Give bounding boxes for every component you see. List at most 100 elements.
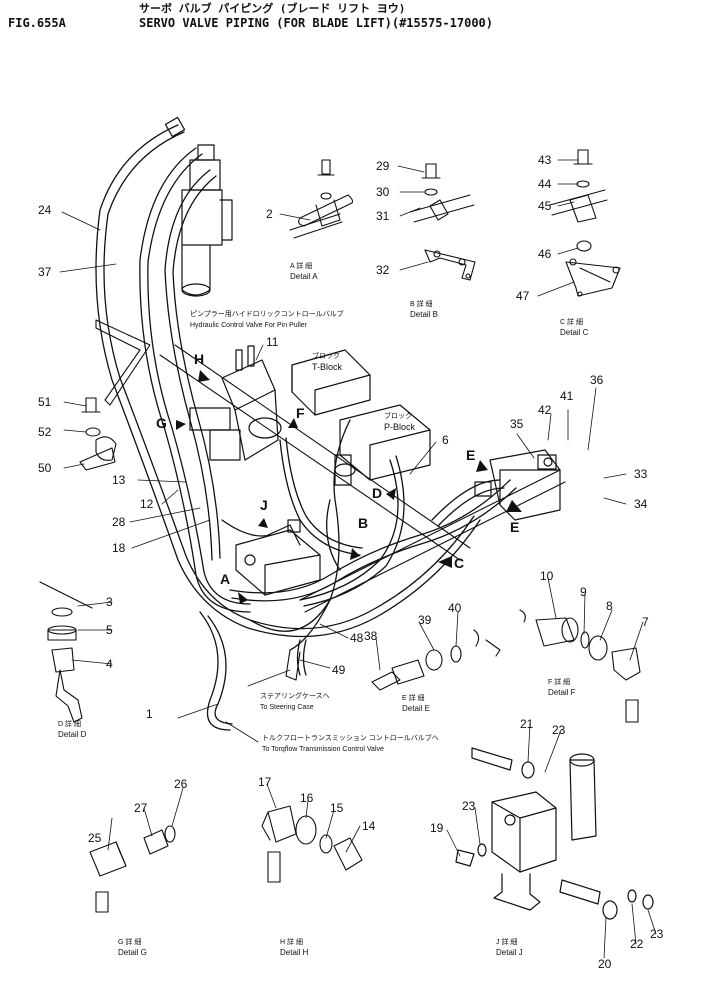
torqflow-en-label: To Torqflow Transmission Control Valve: [262, 746, 384, 753]
detail-f-parts: [519, 609, 641, 723]
detail-a-parts: [289, 159, 354, 239]
part-number-30: 30: [376, 185, 390, 199]
leader-lines: [59, 159, 657, 959]
detail-e-jp: E 詳 細: [402, 693, 425, 702]
frame-rails: [95, 319, 566, 613]
part-number-14: 14: [362, 819, 376, 833]
part-number-16: 16: [300, 791, 314, 805]
part-number-4: 4: [106, 657, 113, 671]
part-number-22: 22: [630, 937, 644, 951]
t-block-jp-label: ブロック: [312, 351, 340, 360]
part-number-23a: 23: [552, 723, 566, 737]
view-letter-e1: E: [466, 447, 475, 463]
part-number-43: 43: [538, 153, 552, 167]
arrow-f: [288, 418, 298, 428]
hose-bundle: [95, 124, 517, 731]
p-block-en-label: P-Block: [384, 422, 416, 432]
detail-b-parts: [409, 163, 476, 281]
detail-f-en: Detail F: [548, 688, 576, 697]
view-letter-g: G: [156, 415, 167, 431]
detail-a-en: Detail A: [290, 272, 318, 281]
part-number-33: 33: [634, 467, 648, 481]
view-letter-d: D: [372, 485, 382, 501]
detail-j-parts: [455, 747, 654, 920]
part-number-31: 31: [376, 209, 390, 223]
arrow-a: [238, 592, 248, 604]
part-number-34: 34: [634, 497, 648, 511]
part-number-35: 35: [510, 417, 524, 431]
part-number-46: 46: [538, 247, 552, 261]
part-number-37: 37: [38, 265, 52, 279]
view-letter-b: B: [358, 515, 368, 531]
detail-g-en: Detail G: [118, 948, 147, 957]
part-number-36: 36: [590, 373, 604, 387]
part-number-45: 45: [538, 199, 552, 213]
detail-50-parts: [79, 397, 117, 471]
part-number-21: 21: [520, 717, 534, 731]
part-number-32: 32: [376, 263, 390, 277]
arrow-j: [258, 518, 268, 528]
detail-b-en: Detail B: [410, 310, 438, 319]
view-letter-j: J: [260, 497, 268, 513]
t-block-en-label: T-Block: [312, 362, 343, 372]
part-number-20: 20: [598, 957, 612, 971]
part-number-49: 49: [332, 663, 346, 677]
arrow-e2: [506, 500, 522, 512]
steering-hose-end: [285, 649, 301, 681]
detail-c-parts: [549, 149, 621, 297]
detail-d-parts: [39, 581, 93, 723]
part-number-52: 52: [38, 425, 52, 439]
part-number-12: 12: [140, 497, 154, 511]
part-number-42: 42: [538, 403, 552, 417]
part-number-41: 41: [560, 389, 574, 403]
part-number-1: 1: [146, 707, 153, 721]
part-number-27: 27: [134, 801, 148, 815]
steering-jp-label: ステアリングケースへ: [260, 691, 330, 700]
arrow-e1: [476, 460, 488, 472]
arrow-b: [350, 548, 360, 560]
part-number-28: 28: [112, 515, 126, 529]
part-number-40: 40: [448, 601, 462, 615]
steering-en-label: To Steering Case: [260, 704, 314, 711]
part-number-29: 29: [376, 159, 390, 173]
part-number-10: 10: [540, 569, 554, 583]
part-number-13: 13: [112, 473, 126, 487]
blocks: [291, 349, 431, 486]
part-number-7: 7: [642, 615, 649, 629]
detail-b-jp: B 詳 細: [410, 299, 433, 308]
part-number-8: 8: [606, 599, 613, 613]
part-number-15: 15: [330, 801, 344, 815]
annotation-callouts: ピンプラー用ハイドロリックコントロールバルブ Hydraulic Control…: [190, 309, 439, 753]
pin-puller-jp-label: ピンプラー用ハイドロリックコントロールバルブ: [190, 309, 344, 318]
detail-d-en: Detail D: [58, 730, 87, 739]
servo-valve: [189, 345, 282, 461]
part-number-39: 39: [418, 613, 432, 627]
part-number-25: 25: [88, 831, 102, 845]
part-number-11: 11: [266, 335, 279, 349]
part-number-9: 9: [580, 585, 587, 599]
part-number-3: 3: [106, 595, 113, 609]
detail-d-jp: D 詳 細: [58, 719, 81, 728]
view-letters: A B C D E E F G H J: [156, 351, 519, 587]
detail-h-parts: [261, 805, 363, 883]
view-arrows: [176, 370, 522, 604]
arrow-c: [438, 556, 452, 568]
part-number-17: 17: [258, 775, 272, 789]
part-number-19: 19: [430, 821, 444, 835]
detail-j-en: Detail J: [496, 948, 523, 957]
p-block-jp-label: ブロック: [384, 411, 412, 420]
view-letter-h: H: [194, 351, 204, 367]
part-number-26: 26: [174, 777, 188, 791]
detail-c-en: Detail C: [560, 328, 589, 337]
part-number-51: 51: [38, 395, 52, 409]
part-number-5: 5: [106, 623, 113, 637]
view-letter-c: C: [454, 555, 464, 571]
arrow-h: [198, 370, 210, 382]
detail-g-jp: G 詳 細: [118, 937, 141, 946]
pin-puller-en-label: Hydraulic Control Valve For Pin Puller: [190, 322, 308, 329]
part-number-18: 18: [112, 541, 126, 555]
arrow-d: [386, 488, 396, 500]
japanese-title: サーボ バルブ パイピング (ブレード リフト ヨウ): [139, 2, 406, 15]
manifold-block: [235, 519, 321, 596]
detail-g-parts: [89, 825, 176, 913]
